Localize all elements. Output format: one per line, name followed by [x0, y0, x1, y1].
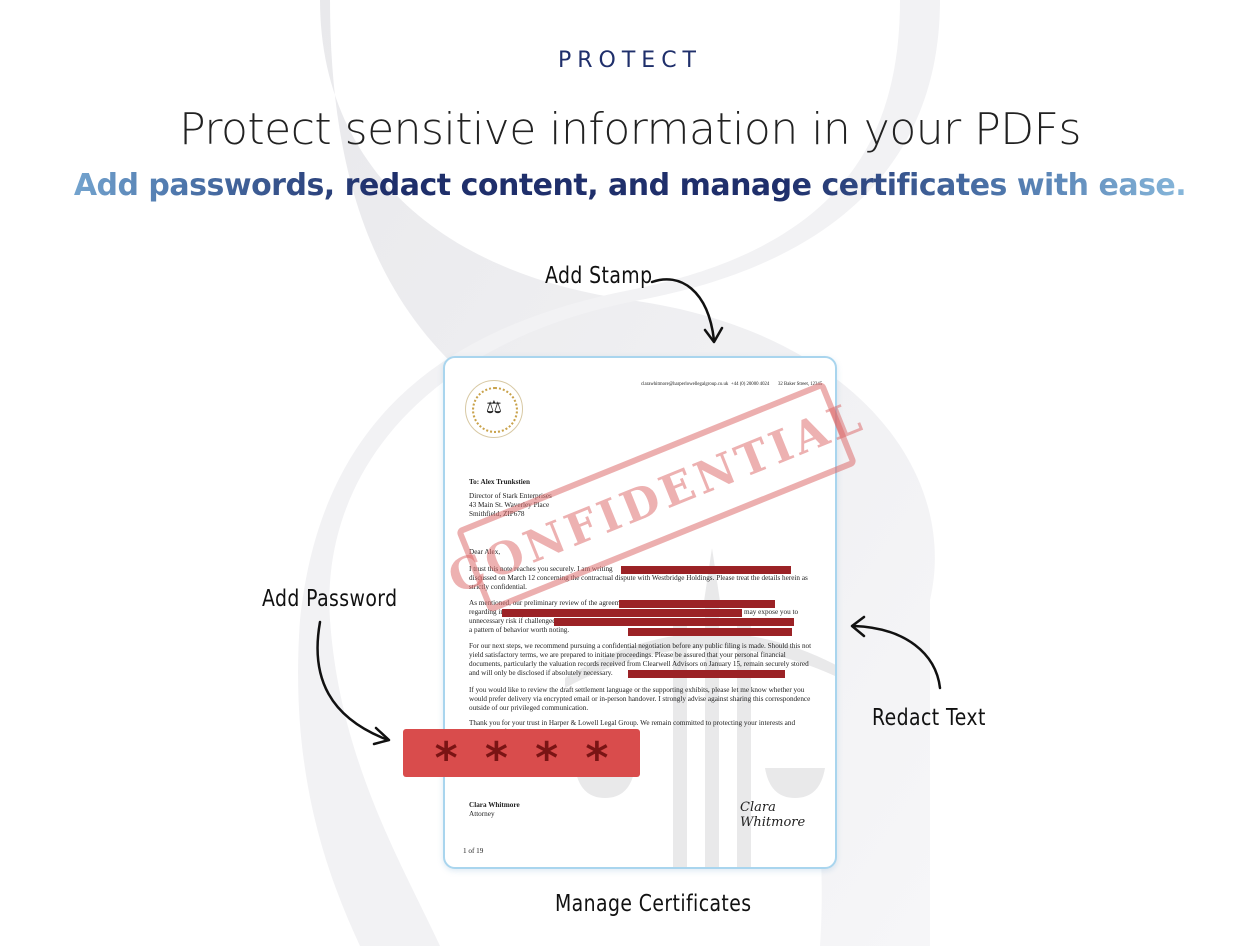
password-mask-char: * [585, 733, 609, 784]
redaction-bar [628, 628, 792, 636]
body-text: a pattern of behavior worth noting. [469, 626, 570, 634]
signer-name: Clara Whitmore [469, 801, 520, 809]
body-text: yield satisfactory terms, we are prepare… [469, 651, 786, 659]
callout-manage-certificates: Manage Certificates [555, 891, 752, 917]
signature: Clara Whitmore [740, 800, 806, 830]
recipient-to: To: Alex Trunkstien [469, 478, 530, 486]
signer-title: Attorney [469, 810, 495, 818]
arrow-icon [650, 278, 724, 344]
callout-add-stamp: Add Stamp [545, 263, 653, 289]
arrow-icon [850, 615, 942, 690]
section-eyebrow: PROTECT [557, 48, 702, 73]
callout-add-password: Add Password [262, 586, 398, 612]
password-mask-char: * [484, 733, 508, 784]
recipient-line: Smithfield, ZIP678 [469, 510, 525, 518]
recipient-line: 43 Main St. Waverley Place [469, 501, 550, 509]
page-headline: Protect sensitive information in your PD… [179, 104, 1081, 155]
redaction-bar [554, 618, 794, 626]
body-text: would prefer delivery via encrypted emai… [469, 695, 811, 703]
body-text: I trust this note reaches you securely. … [469, 565, 613, 573]
password-field[interactable]: * * * * [403, 729, 640, 781]
arrow-icon [316, 620, 391, 746]
recipient-line: Director of Stark Enterprises [469, 492, 552, 500]
password-mask-char: * [434, 733, 458, 784]
salutation: Dear Alex, [469, 548, 501, 556]
body-text: As mentioned, our preliminary review of … [469, 599, 628, 607]
letterhead-phone: +44 (0) 20000 4024 [731, 382, 770, 387]
page-indicator: 1 of 19 [463, 847, 484, 855]
body-text: may expose you to [744, 608, 799, 616]
body-text: If you would like to review the draft se… [469, 686, 805, 694]
callout-redact-text: Redact Text [872, 705, 986, 731]
redaction-bar [619, 600, 775, 608]
body-text: discussed on March 12 concerning the con… [469, 574, 808, 582]
body-text: documents, particularly the valuation re… [469, 660, 809, 668]
body-text: unnecessary risk if challenged [469, 617, 556, 625]
body-text: Thank you for your trust in Harper & Low… [469, 719, 796, 727]
page-subheadline: Add passwords, redact content, and manag… [0, 168, 1260, 203]
body-text: strictly confidential. [469, 583, 527, 591]
redaction-bar [621, 566, 791, 574]
password-mask-char: * [535, 733, 559, 784]
letterhead-email: clarawhitmore@harperlowellegalgroup.co.u… [641, 382, 729, 387]
body-text: regarding in [469, 608, 504, 616]
body-text: and will only be disclosed if absolutely… [469, 669, 613, 677]
body-text: For our next steps, we recommend pursuin… [469, 642, 812, 650]
letterhead-address: 32 Baker Street, 12345 [778, 382, 823, 387]
body-text: outside of our privileged communication. [469, 704, 589, 712]
scales-watermark-icon [565, 548, 835, 867]
firm-logo-seal: ⚖ [465, 380, 523, 438]
redaction-bar [628, 670, 785, 678]
pdf-document-page: ⚖ clarawhitmore@harperlowellegalgroup.co… [443, 356, 837, 869]
scales-icon: ⚖ [485, 397, 503, 417]
redaction-bar [502, 609, 742, 617]
